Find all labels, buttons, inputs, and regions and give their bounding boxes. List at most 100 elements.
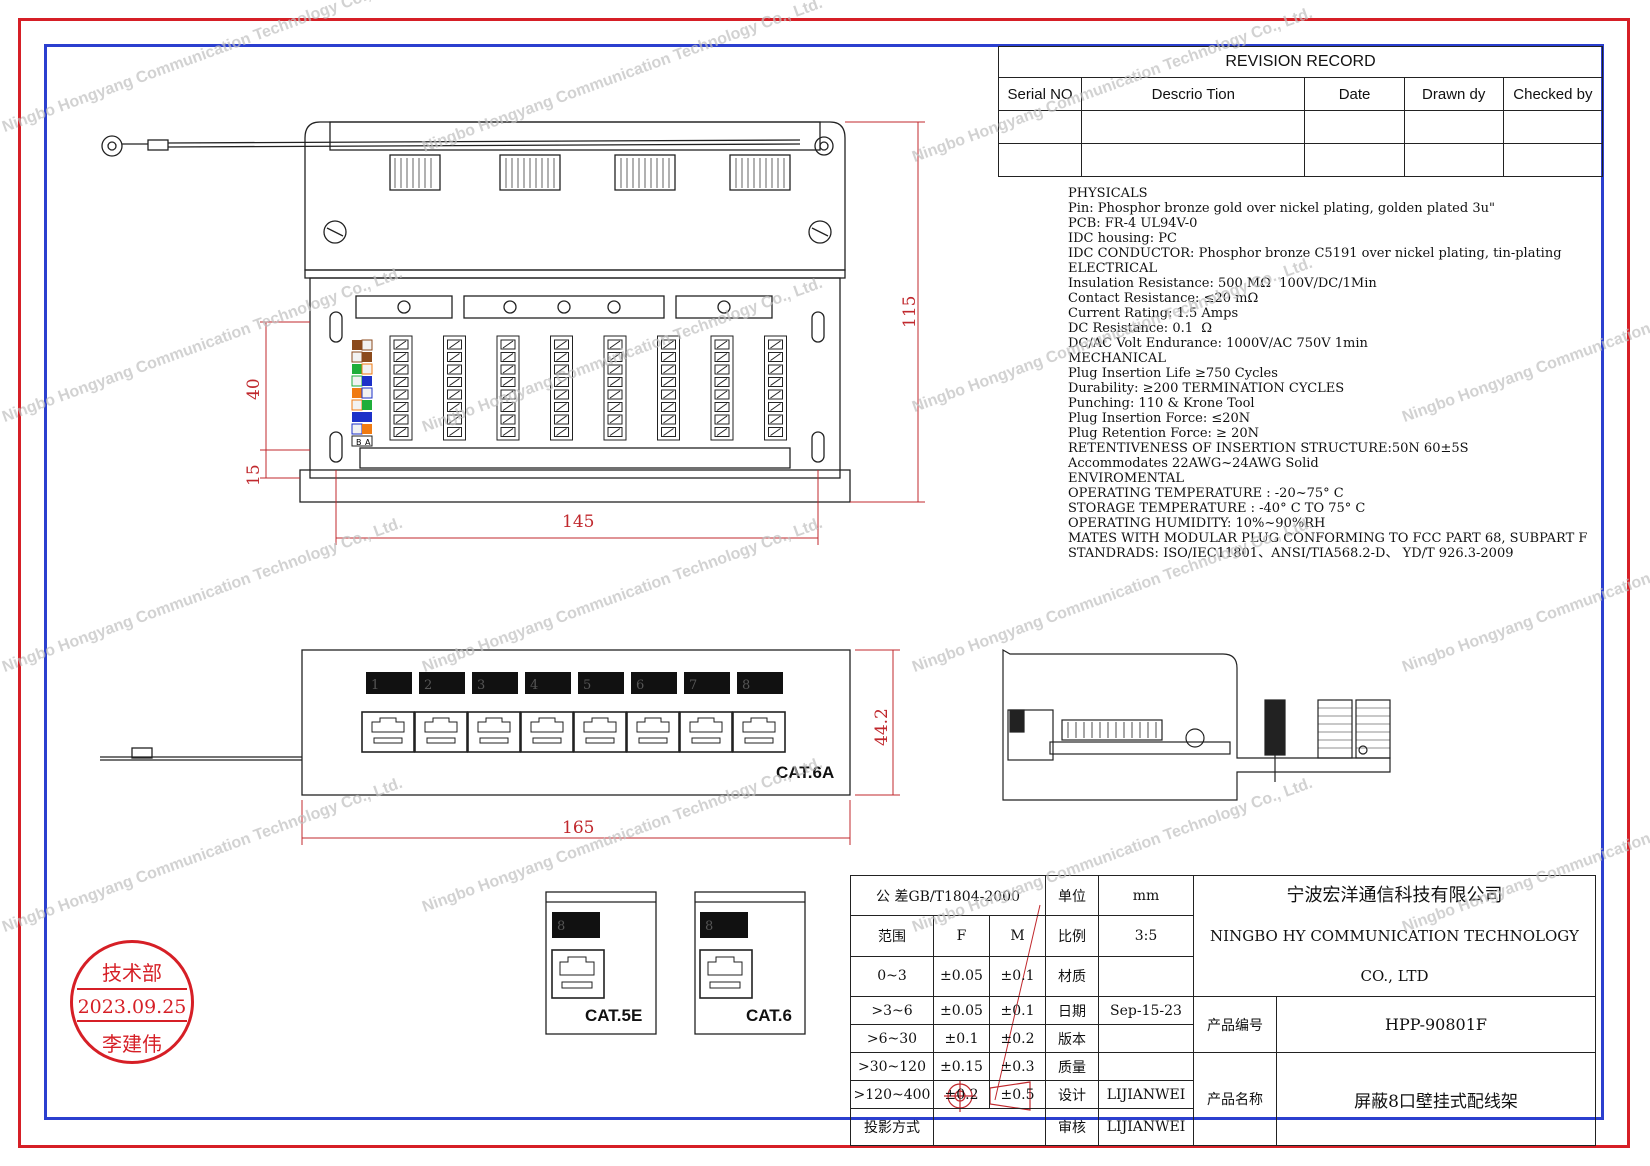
label-cat6: CAT.6 xyxy=(746,1006,792,1025)
tol-row-f: ±0.05 xyxy=(933,955,990,998)
stamp-name: 李建伟 xyxy=(102,1032,162,1056)
port-number-label: 6 xyxy=(636,678,644,693)
label-cat6a: CAT.6A xyxy=(776,763,835,782)
tol-m-header: M xyxy=(989,915,1046,957)
field-label-version: 版本 xyxy=(1045,1024,1099,1053)
idc-block xyxy=(550,335,573,441)
svg-text:A: A xyxy=(365,438,371,447)
spec-line: Contact Resistance: ≤20 mΩ xyxy=(1068,291,1259,306)
spec-line: DC/AC Volt Endurance: 1000V/AC 750V 1min xyxy=(1068,336,1368,351)
rev-header-description: Descrio Tion xyxy=(1081,77,1306,111)
spec-line: Plug Retention Force: ≥ 20N xyxy=(1068,426,1259,441)
single-port-number: 8 xyxy=(705,919,713,934)
single-port: 8 xyxy=(551,912,605,999)
field-value-reviewer: LIJIANWEI xyxy=(1098,1108,1194,1146)
single-port: 8 xyxy=(699,912,753,999)
idc-block xyxy=(657,335,680,441)
tol-row: >6~30 xyxy=(850,1024,934,1053)
dim-mount-height: 40 xyxy=(244,378,264,400)
tol-row: >30~120 xyxy=(850,1052,934,1081)
tol-range-header: 范围 xyxy=(850,915,934,957)
dim-width-front: 165 xyxy=(562,818,595,838)
ring-terminal xyxy=(101,135,123,157)
tol-row-m: ±0.2 xyxy=(989,1024,1046,1053)
field-value-version xyxy=(1098,1024,1194,1053)
port-number-label: 2 xyxy=(424,678,432,693)
field-value-scale: 3:5 xyxy=(1098,915,1194,957)
single-port-number: 8 xyxy=(557,919,565,934)
rj45-port: 6 xyxy=(626,672,680,753)
idc-blocks xyxy=(389,335,787,441)
spec-line: STANDRADS: ISO/IEC11801、ANSI/TIA568.2-D、… xyxy=(1068,546,1514,561)
company-cell: 宁波宏洋通信科技有限公司 NINGBO HY COMMUNICATION TEC… xyxy=(1193,875,1596,997)
port-number-label: 4 xyxy=(530,678,538,693)
title-block: 公 差GB/T1804-2000 单位 mm 宁波宏洋通信科技有限公司 NING… xyxy=(850,874,1596,1146)
idc-block xyxy=(710,335,734,441)
dim-front-height: 44.2 xyxy=(872,708,892,746)
rev-header-drawn: Drawn dy xyxy=(1403,77,1504,111)
outer-border xyxy=(18,18,1630,1148)
idc-block xyxy=(443,335,466,441)
rev-header-date: Date xyxy=(1304,77,1405,111)
tol-row-f: ±0.05 xyxy=(933,996,990,1025)
dimension-lines xyxy=(260,121,925,845)
port-number-label: 5 xyxy=(583,678,591,693)
rj45-port: 7 xyxy=(679,672,733,753)
spec-line: Accommodates 22AWG~24AWG Solid xyxy=(1068,456,1319,471)
idc-block xyxy=(389,335,413,441)
field-value-quality xyxy=(1098,1052,1194,1081)
port-number-label: 8 xyxy=(742,678,750,693)
spec-line: Insulation Resistance: 500 MΩ 100V/DC/1M… xyxy=(1068,276,1377,291)
wiring-color-legend: B A xyxy=(351,339,373,447)
spec-line: Plug Insertion Force: ≤20N xyxy=(1068,411,1251,426)
tol-row-m: ±0.1 xyxy=(989,996,1046,1025)
product-no-value: HPP-90801F xyxy=(1276,996,1596,1053)
tol-row-f: ±0.1 xyxy=(933,1024,990,1053)
field-label-quality: 质量 xyxy=(1045,1052,1099,1081)
spec-line: PCB: FR-4 UL94V-0 xyxy=(1068,216,1198,231)
stamp-date: 2023.09.25 xyxy=(77,996,187,1018)
top-view xyxy=(101,121,851,503)
approval-stamp: 技术部 2023.09.25 李建伟 xyxy=(70,940,194,1064)
field-label-unit: 单位 xyxy=(1045,874,1099,917)
single-port-views xyxy=(545,891,806,1035)
revision-title: REVISION RECORD xyxy=(998,46,1603,78)
spec-line: OPERATING HUMIDITY: 10%~90%RH xyxy=(1068,516,1326,531)
idc-block xyxy=(764,335,787,441)
port-number-label: 1 xyxy=(371,678,379,693)
field-label-date: 日期 xyxy=(1045,996,1099,1025)
tol-row-m: ±0.5 xyxy=(989,1080,1046,1109)
dim-total-height: 115 xyxy=(900,295,920,328)
spec-line: PHYSICALS xyxy=(1068,186,1148,201)
rj45-port: 5 xyxy=(573,672,627,753)
revision-record-table: REVISION RECORD Serial NO Descrio Tion D… xyxy=(997,46,1604,177)
spec-line: DC Resistance: 0.1 Ω xyxy=(1068,321,1213,336)
tol-row: >3~6 xyxy=(850,996,934,1025)
spec-line: ELECTRICAL xyxy=(1068,261,1158,276)
spec-line: ENVIROMENTAL xyxy=(1068,471,1184,486)
port-number-label: 7 xyxy=(689,678,697,693)
company-name-en: NINGBO HY COMMUNICATION TECHNOLOGY CO., … xyxy=(1210,927,1579,985)
tol-row-m: ±0.1 xyxy=(989,955,1046,998)
company-name-cn: 宁波宏洋通信科技有限公司 xyxy=(1286,885,1503,906)
front-view xyxy=(100,649,851,796)
rj45-port: 2 xyxy=(414,672,468,753)
inner-border xyxy=(44,44,1604,1120)
field-label-material: 材质 xyxy=(1045,955,1099,998)
rj45-port: 4 xyxy=(520,672,574,753)
spec-line: OPERATING TEMPERATURE : -20~75° C xyxy=(1068,486,1344,501)
field-value-date: Sep-15-23 xyxy=(1098,996,1194,1025)
spec-line: MECHANICAL xyxy=(1068,351,1166,366)
stamp-department: 技术部 xyxy=(102,961,162,985)
rj45-port: 8 xyxy=(732,672,786,753)
field-label-designer: 设计 xyxy=(1045,1080,1099,1109)
rev-header-checked: Checked by xyxy=(1502,77,1604,111)
spec-line: Durability: ≥200 TERMINATION CYCLES xyxy=(1068,381,1345,396)
svg-text:B: B xyxy=(356,438,362,447)
idc-block xyxy=(603,335,627,441)
port-number-label: 3 xyxy=(477,678,485,693)
product-name-label: 产品名称 xyxy=(1193,1052,1277,1146)
tol-row-m: ±0.3 xyxy=(989,1052,1046,1081)
rj45-port: 3 xyxy=(467,672,521,753)
